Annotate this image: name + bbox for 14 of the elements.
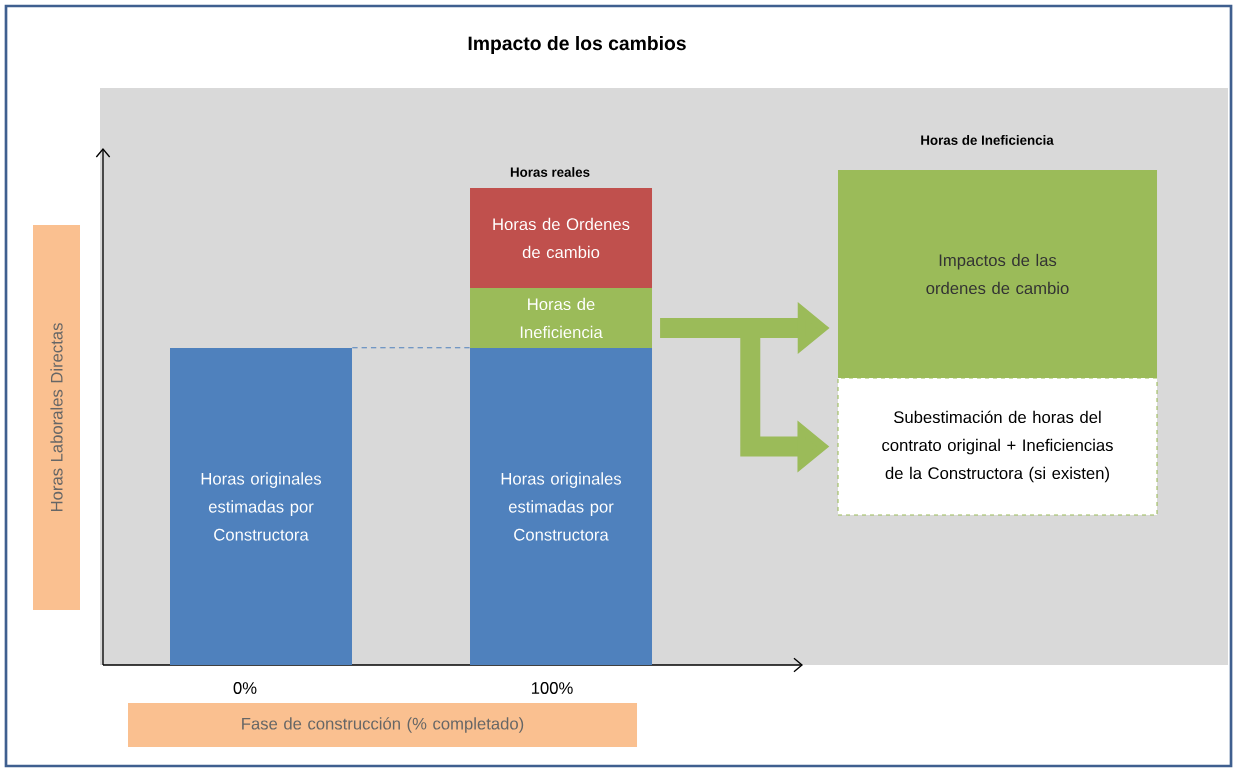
- bar: Horas originales estimadas por Constructora: [170, 348, 352, 665]
- result-box: Impactos de las ordenes de cambio: [838, 170, 1157, 378]
- bar-segment: Horas de Ordenes de cambio: [470, 188, 652, 288]
- bar: Horas originales estimadas por Constructora: [470, 348, 652, 665]
- connector: [351, 347, 471, 349]
- tick-label: 0%: [233, 682, 257, 694]
- heading: Horas reales: [510, 167, 590, 177]
- axis-label-box: Fase de construcción (% completado): [128, 703, 637, 747]
- title: Impacto de los cambios: [468, 35, 686, 54]
- heading: Horas de Ineficiencia: [921, 135, 1054, 145]
- dashed-box: Subestimación de horas del contrato original + Ineficiencias de la Constructora (si existen): [837, 377, 1158, 516]
- bar-segment: Horas de Ineficiencia: [470, 288, 652, 348]
- axis-label-box: Horas Laborales Directas: [33, 225, 80, 610]
- tick-label: 100%: [531, 682, 573, 694]
